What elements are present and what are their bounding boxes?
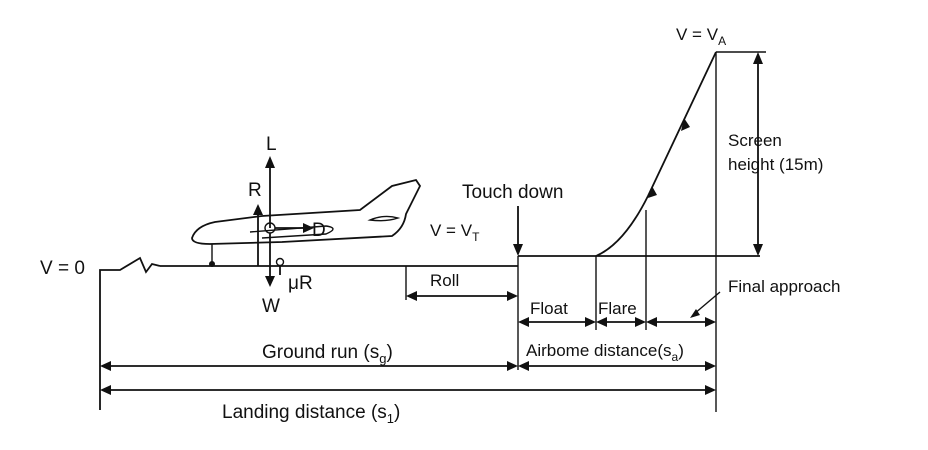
landing-distance-label: Landing distance (s1) [222,402,400,426]
screen-height-dimension: Screen height (15m) [728,52,823,256]
friction-label: μR [288,273,313,294]
flare-label: Flare [598,299,637,318]
lift-label: L [266,134,277,155]
weight-label: W [262,296,280,317]
drag-arrow-head [303,223,314,233]
v-approach-label: V = VA [676,25,726,48]
path-arrow-upper [681,118,690,131]
roll-label: Roll [430,271,459,290]
approach-flare-curve [595,51,717,257]
touchdown-marker: Touch down V = VT [430,182,563,256]
weight-arrow-head [265,276,275,287]
aircraft-wing [249,225,334,239]
v-zero-label: V = 0 [40,258,85,279]
screen-height-label-1: Screen [728,131,782,150]
aircraft [191,178,422,267]
reaction-label: R [248,180,262,201]
touch-down-arrow-head [513,244,523,256]
airborne-distance-dimension: Airbome distance(sa) [518,341,716,371]
final-approach-leader [693,291,721,315]
flight-path [595,51,766,257]
touch-down-label: Touch down [462,182,563,203]
ground-run-dimension: Ground run (sg) [100,342,518,371]
aircraft-fuselage [191,178,422,245]
ground-run-label: Ground run (sg) [262,342,393,366]
reference-lines [405,52,717,412]
roll-label-box [416,268,472,290]
airborne-distance-label: Airbome distance(sa) [526,341,684,364]
final-approach-label: Final approach [728,277,840,296]
float-label: Float [530,299,568,318]
landing-distance-dimension: Landing distance (s1) [100,385,716,426]
v-touch-label: V = VT [430,221,480,244]
aircraft-wheel-front [209,261,215,267]
force-arrows: L R D W μR [248,134,326,317]
drag-label: D [312,220,326,241]
aircraft-window [367,215,401,222]
runway-break-symbol [99,256,161,410]
roll-dimension: Roll [406,268,518,301]
screen-height-label-2: height (15m) [728,155,823,174]
reaction-arrow-head [253,204,263,215]
lift-arrow-head [265,156,275,168]
wheel-contact-marker [275,257,285,267]
path-arrow-lower [648,186,657,198]
airborne-segments: Float Flare Final approach [518,277,840,327]
runway [99,255,760,410]
